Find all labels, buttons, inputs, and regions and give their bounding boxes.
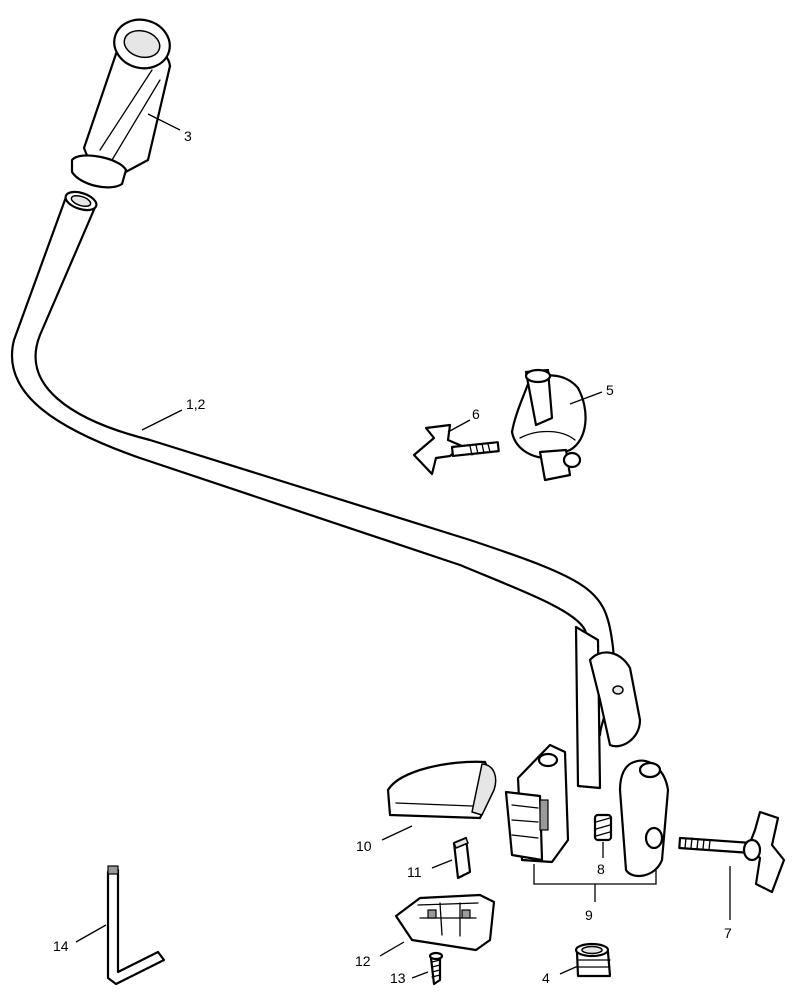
lower-tube xyxy=(574,625,602,790)
plug xyxy=(574,942,612,978)
callout-label: 12 xyxy=(355,953,371,969)
tube-slot xyxy=(588,651,642,748)
base xyxy=(394,893,496,952)
grip xyxy=(70,18,172,189)
leader-lines xyxy=(75,113,731,979)
clamp-right xyxy=(618,759,670,878)
hex-key xyxy=(106,865,166,986)
screw xyxy=(428,951,444,986)
callout-label: 8 xyxy=(597,861,605,877)
spring xyxy=(593,813,613,842)
knob-bolt-right xyxy=(678,810,786,894)
callout-label: 11 xyxy=(407,864,422,880)
callout-label: 5 xyxy=(606,382,614,398)
callout-label: 9 xyxy=(585,907,593,923)
callout-label: 4 xyxy=(542,970,550,986)
callout-label: 3 xyxy=(184,128,192,144)
bracket xyxy=(510,368,587,482)
callout-label: 10 xyxy=(356,838,372,854)
knob-bolt xyxy=(412,423,500,476)
cover xyxy=(386,760,497,820)
callout-labels: 3 1,2 6 5 10 11 8 9 7 12 13 4 14 xyxy=(53,128,732,986)
insert xyxy=(452,836,472,880)
callout-label: 14 xyxy=(53,938,69,954)
callout-label: 6 xyxy=(472,406,480,422)
callout-label: 13 xyxy=(390,970,406,986)
callout-label: 1,2 xyxy=(186,396,206,412)
callout-label: 7 xyxy=(724,925,732,941)
clamp-left xyxy=(504,743,570,864)
handle-tube xyxy=(11,190,615,747)
